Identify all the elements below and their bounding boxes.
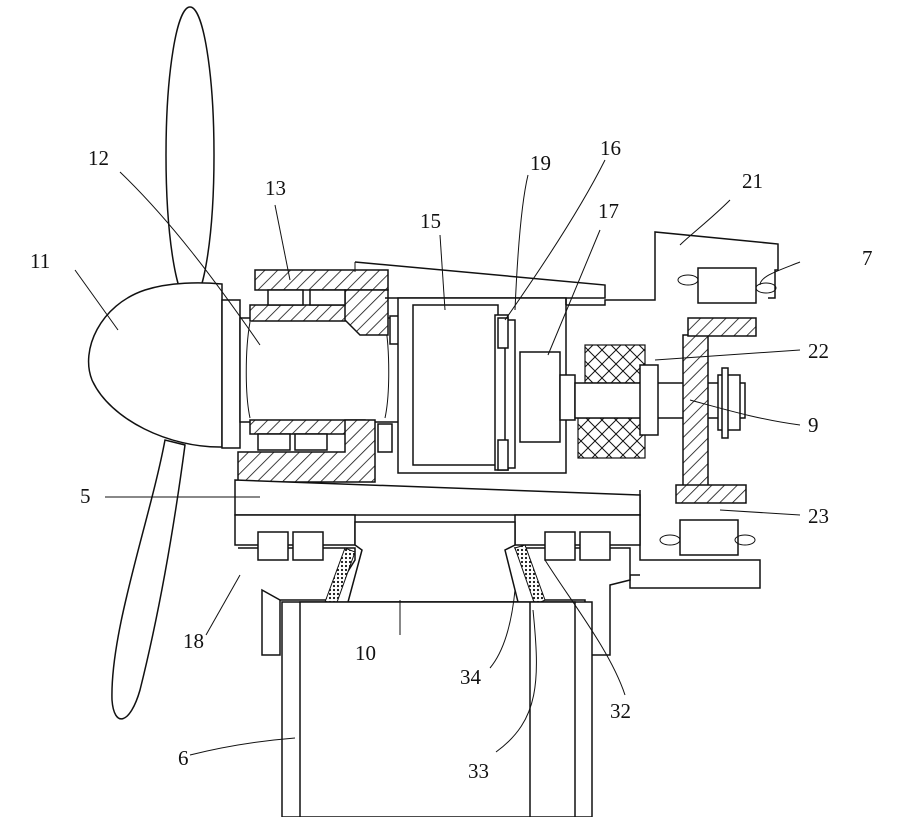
lower-blade — [112, 440, 185, 719]
label-9: 9 — [808, 413, 819, 437]
upper-roller-2 — [310, 290, 345, 305]
yaw-spring-bottom-left — [660, 535, 680, 545]
shaft-nut — [640, 365, 658, 435]
turntable-10 — [348, 522, 518, 602]
yaw-spring-top-right — [756, 283, 776, 293]
hub-flange — [222, 300, 240, 448]
lower-roller-1 — [258, 434, 290, 450]
label-16: 16 — [600, 136, 621, 160]
label-11: 11 — [30, 249, 50, 273]
gear-boss-bottom — [676, 485, 746, 503]
label-15: 15 — [420, 209, 441, 233]
generator-15 — [413, 305, 498, 465]
yaw-gear-top — [698, 268, 756, 303]
nacelle-cover — [355, 262, 605, 298]
label-17: 17 — [598, 199, 619, 223]
brake-pad-bottom — [498, 440, 508, 470]
cross-bearing-top — [585, 345, 645, 383]
upper-blade — [166, 7, 214, 303]
label-21: 21 — [742, 169, 763, 193]
label-5: 5 — [80, 484, 91, 508]
shaft-end-plate — [722, 368, 728, 438]
gear-boss-top — [688, 318, 756, 336]
label-6: 6 — [178, 746, 189, 770]
coupling-17 — [520, 352, 560, 442]
yaw-roller-1 — [258, 532, 288, 560]
yaw-spring-top-left — [678, 275, 698, 285]
label-32: 32 — [610, 699, 631, 723]
yaw-roller-3 — [545, 532, 575, 560]
base-frame-5 — [235, 480, 640, 515]
upper-bearing-housing — [255, 270, 388, 290]
lower-collar — [378, 424, 392, 452]
brake-pad-top — [498, 318, 508, 348]
label-13: 13 — [265, 176, 286, 200]
base-frame-plate-right — [515, 515, 640, 545]
coupling-shaft — [560, 375, 575, 420]
label-12: 12 — [88, 146, 109, 170]
label-22: 22 — [808, 339, 829, 363]
hub-spinner — [89, 283, 222, 447]
label-23: 23 — [808, 504, 829, 528]
label-18: 18 — [183, 629, 204, 653]
label-7: 7 — [862, 246, 873, 270]
cross-bearing-bottom — [578, 418, 645, 458]
gear-wheel — [683, 335, 708, 500]
yaw-roller-2 — [293, 532, 323, 560]
tower-inner — [300, 602, 575, 817]
yaw-roller-4 — [580, 532, 610, 560]
label-34: 34 — [460, 665, 482, 689]
label-33: 33 — [468, 759, 489, 783]
lower-roller-2 — [295, 434, 327, 450]
label-10: 10 — [355, 641, 376, 665]
yaw-gear-bottom — [680, 520, 738, 555]
upper-roller-1 — [268, 290, 303, 305]
label-19: 19 — [530, 151, 551, 175]
